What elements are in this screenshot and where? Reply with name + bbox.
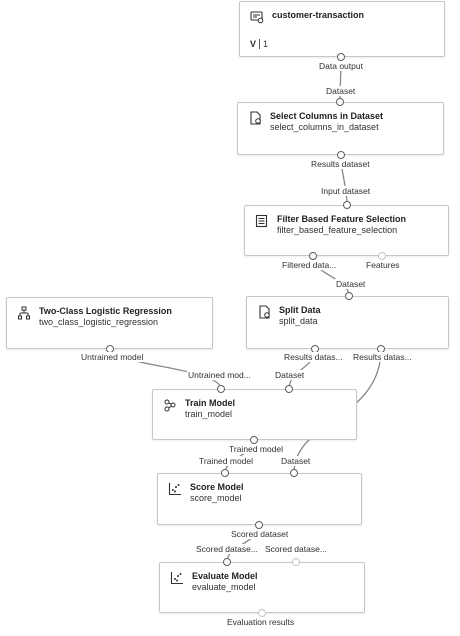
port-label: Filtered data... bbox=[281, 260, 338, 270]
node-header: Split Data split_data bbox=[257, 305, 440, 327]
node-subtitle: evaluate_model bbox=[192, 582, 256, 592]
port-label: Features bbox=[365, 260, 401, 270]
port-label: Data output bbox=[318, 61, 364, 71]
node-header: Score Model score_model bbox=[168, 482, 353, 504]
version-divider bbox=[259, 39, 261, 49]
node-title: Score Model bbox=[190, 482, 244, 492]
node-score-model[interactable]: Score Model score_model bbox=[157, 473, 362, 525]
port-label: Scored datase... bbox=[195, 544, 259, 554]
port-label: Scored datase... bbox=[264, 544, 328, 554]
node-subtitle: two_class_logistic_regression bbox=[39, 317, 159, 327]
node-title: customer-transaction bbox=[272, 10, 365, 20]
node-header: Select Columns in Dataset select_columns… bbox=[248, 111, 435, 133]
port-filter-output-features[interactable] bbox=[378, 252, 386, 260]
port-label: Trained model bbox=[228, 444, 285, 454]
port-train-output[interactable] bbox=[250, 436, 258, 444]
port-evaluate-input-2[interactable] bbox=[292, 558, 300, 566]
node-header: Filter Based Feature Selection filter_ba… bbox=[255, 214, 440, 236]
node-header: Evaluate Model evaluate_model bbox=[170, 571, 356, 593]
module-icon bbox=[248, 111, 262, 125]
port-label: Results datas... bbox=[283, 352, 344, 362]
port-score-input-dataset[interactable] bbox=[290, 469, 298, 477]
port-split-input[interactable] bbox=[345, 292, 353, 300]
port-label: Scored dataset bbox=[230, 529, 290, 539]
port-train-input-model[interactable] bbox=[217, 385, 225, 393]
port-label: Dataset bbox=[335, 279, 367, 289]
node-title: Two-Class Logistic Regression bbox=[39, 306, 172, 316]
node-evaluate-model[interactable]: Evaluate Model evaluate_model bbox=[159, 562, 365, 613]
port-label: Dataset bbox=[274, 370, 306, 380]
node-title: Split Data bbox=[279, 305, 321, 315]
port-label: Input dataset bbox=[320, 186, 372, 196]
port-label: Untrained mod... bbox=[187, 370, 252, 380]
node-two-class-logistic-regression[interactable]: Two-Class Logistic Regression two_class_… bbox=[6, 297, 213, 349]
version-badge: V 1 bbox=[250, 39, 268, 49]
node-train-model[interactable]: Train Model train_model bbox=[152, 389, 357, 440]
port-filter-output-filtered[interactable] bbox=[309, 252, 317, 260]
filter-icon bbox=[255, 214, 269, 228]
node-title: Evaluate Model bbox=[192, 571, 258, 581]
port-train-input-dataset[interactable] bbox=[285, 385, 293, 393]
node-subtitle: filter_based_feature_selection bbox=[277, 225, 398, 235]
port-label: Dataset bbox=[325, 86, 357, 96]
port-score-output[interactable] bbox=[255, 521, 263, 529]
port-label: Untrained model bbox=[80, 352, 145, 362]
node-subtitle: select_columns_in_dataset bbox=[270, 122, 379, 132]
node-title: Train Model bbox=[185, 398, 236, 408]
port-label: Evaluation results bbox=[226, 617, 296, 627]
scatter-icon bbox=[168, 482, 182, 496]
node-title: Filter Based Feature Selection bbox=[277, 214, 407, 224]
port-score-input-model[interactable] bbox=[221, 469, 229, 477]
port-evaluate-input-1[interactable] bbox=[223, 558, 231, 566]
node-title: Select Columns in Dataset bbox=[270, 111, 384, 121]
version-label: V bbox=[250, 39, 257, 49]
port-data-output[interactable] bbox=[337, 53, 345, 61]
port-label: Trained model bbox=[198, 456, 255, 466]
node-subtitle: score_model bbox=[190, 493, 242, 503]
train-icon bbox=[163, 398, 177, 412]
node-filter-based-feature-selection[interactable]: Filter Based Feature Selection filter_ba… bbox=[244, 205, 449, 256]
node-header: customer-transaction bbox=[250, 10, 436, 24]
node-subtitle: split_data bbox=[279, 316, 318, 326]
node-select-columns[interactable]: Select Columns in Dataset select_columns… bbox=[237, 102, 444, 155]
port-evaluate-output[interactable] bbox=[258, 609, 266, 617]
port-select-input[interactable] bbox=[336, 98, 344, 106]
port-label: Results dataset bbox=[310, 159, 371, 169]
hierarchy-icon bbox=[17, 306, 31, 320]
module-icon bbox=[257, 305, 271, 319]
node-header: Train Model train_model bbox=[163, 398, 348, 420]
node-customer-transaction[interactable]: customer-transaction V 1 bbox=[239, 1, 445, 57]
port-select-output[interactable] bbox=[337, 151, 345, 159]
node-header: Two-Class Logistic Regression two_class_… bbox=[17, 306, 204, 328]
dataset-icon bbox=[250, 10, 264, 24]
scatter-icon bbox=[170, 571, 184, 585]
version-number: 1 bbox=[263, 39, 269, 49]
port-label: Dataset bbox=[280, 456, 312, 466]
port-label: Results datas... bbox=[352, 352, 413, 362]
node-split-data[interactable]: Split Data split_data bbox=[246, 296, 449, 349]
port-filter-input[interactable] bbox=[343, 201, 351, 209]
node-subtitle: train_model bbox=[185, 409, 233, 419]
